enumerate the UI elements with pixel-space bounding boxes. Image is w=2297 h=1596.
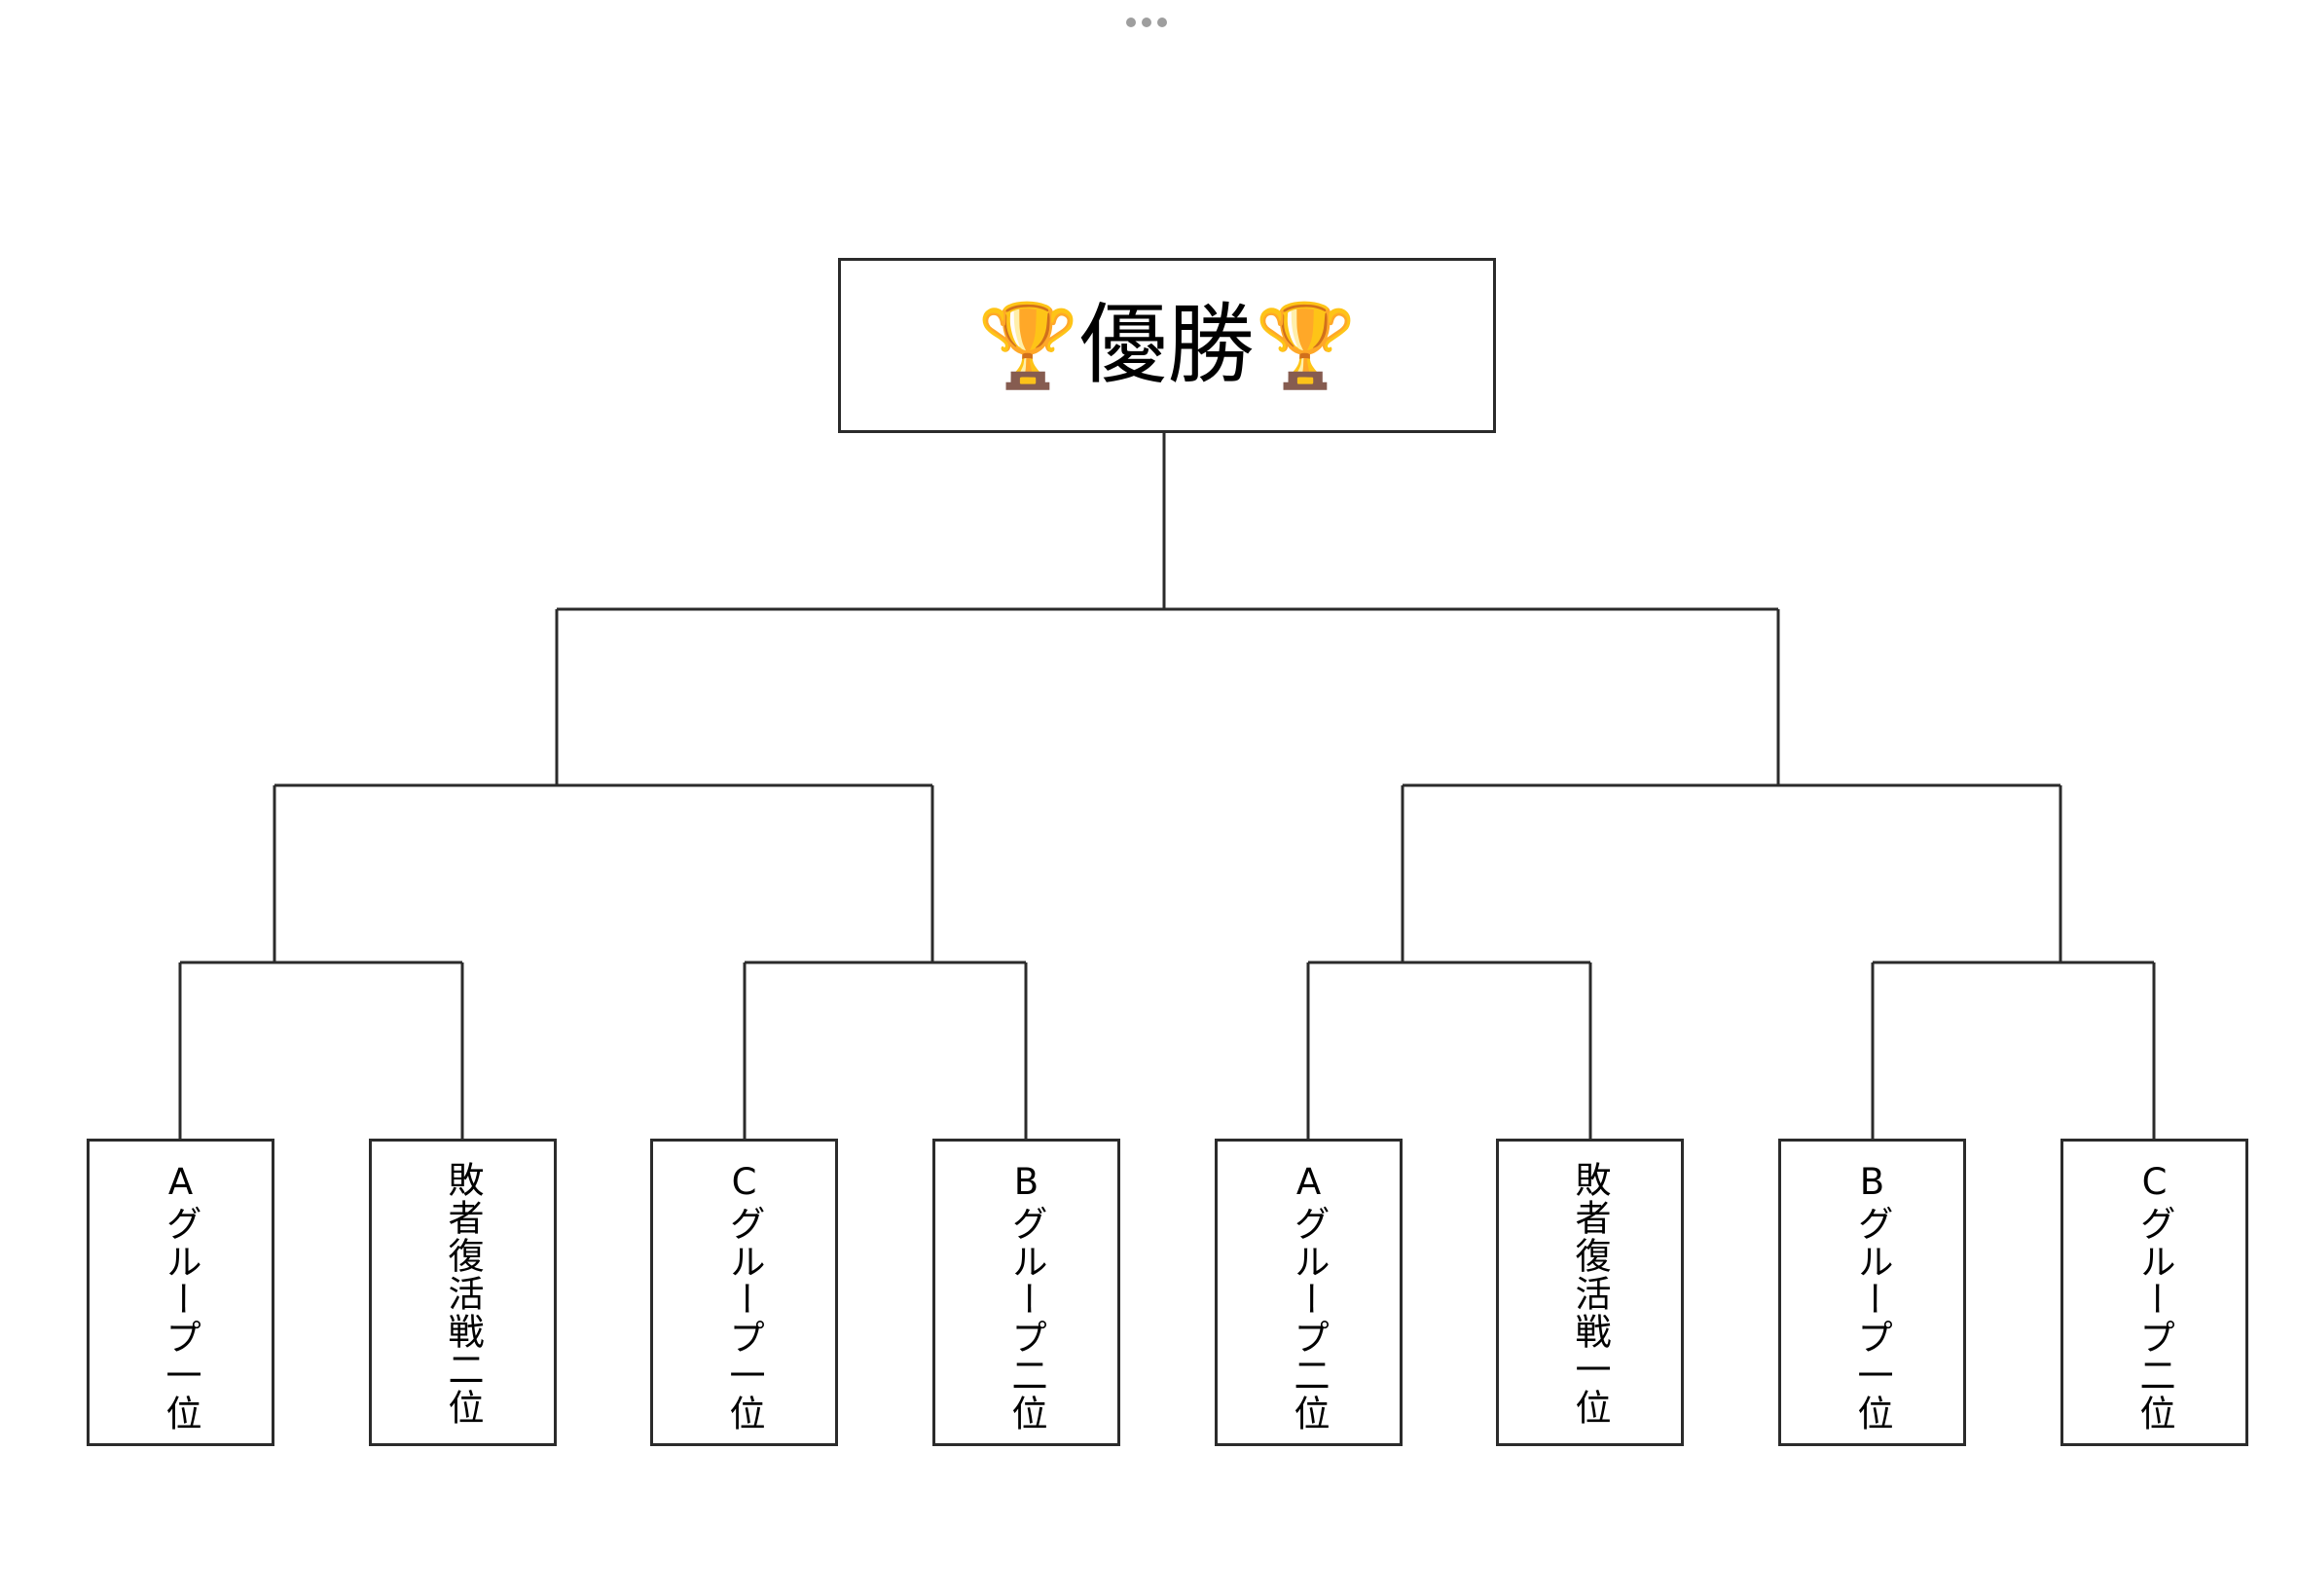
bracket-slot: Aグループ二位 <box>1215 1139 1403 1446</box>
bracket-slot: 敗者復活戦一位 <box>1496 1139 1684 1446</box>
slot-label: 敗者復活戦一位 <box>1569 1161 1611 1427</box>
bracket-slot: Bグループ一位 <box>1778 1139 1966 1446</box>
bracket-slot: Aグループ一位 <box>87 1139 274 1446</box>
trophy-icon: 🏆 <box>977 298 1079 393</box>
more-dots-icon[interactable] <box>1126 18 1167 27</box>
slot-label: Bグループ一位 <box>1851 1161 1893 1433</box>
slot-label: 敗者復活戦二位 <box>442 1161 484 1427</box>
bracket-slot: Cグループ二位 <box>2060 1139 2248 1446</box>
bracket-slot: Bグループ二位 <box>932 1139 1120 1446</box>
champion-title: 優勝 <box>1079 294 1255 396</box>
slot-label: Cグループ一位 <box>723 1161 765 1433</box>
trophy-icon: 🏆 <box>1255 298 1357 393</box>
slot-label: Aグループ二位 <box>1288 1161 1330 1433</box>
bracket-slot: 敗者復活戦二位 <box>369 1139 557 1446</box>
slot-label: Cグループ二位 <box>2133 1161 2175 1433</box>
champion-box: 🏆 優勝 🏆 <box>838 258 1496 433</box>
slot-label: Bグループ二位 <box>1005 1161 1047 1433</box>
bracket-slot: Cグループ一位 <box>650 1139 838 1446</box>
slot-label: Aグループ一位 <box>160 1161 201 1433</box>
